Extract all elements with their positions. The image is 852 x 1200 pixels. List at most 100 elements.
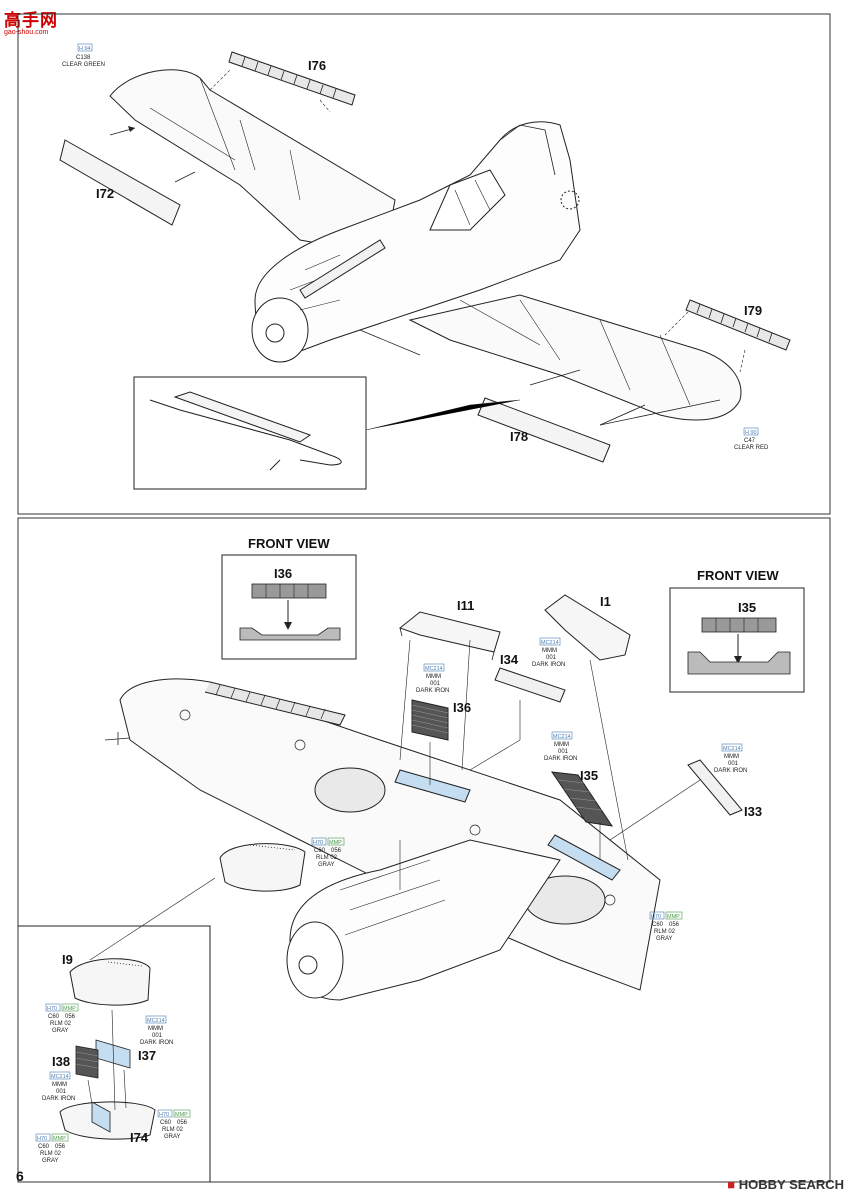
dark-iron-3-code2: MMM [554, 742, 569, 748]
paint-dark-iron-5: MC214 MMM 001 DARK IRON [140, 1015, 173, 1046]
rlm02-3-code4: 056 [65, 1014, 76, 1020]
front-view-left-title: FRONT VIEW [248, 536, 330, 551]
clear-green-code1: H 94 [79, 46, 91, 52]
paint-rlm02-2: H70 MMP C60 056 RLM 02 GRAY [649, 911, 683, 942]
part-i78-shape [477, 369, 646, 463]
label-i11: I11 [457, 598, 474, 613]
paint-dark-iron-1: MC214 MMM 001 DARK IRON [532, 637, 565, 668]
clear-red-code1: H 90 [745, 430, 757, 436]
rlm02-2-code3: C60 [652, 922, 664, 928]
part-i33-shape [687, 759, 743, 816]
clear-green-code2: C138 [76, 55, 91, 61]
rlm02-4-label2: GRAY [164, 1134, 181, 1140]
dark-iron-5-code2: MMM [148, 1026, 163, 1032]
rlm02-3-code2: MMP [63, 1006, 76, 1012]
rlm02-1-code1: H70 [313, 840, 323, 846]
dark-iron-6-code2: MMM [52, 1082, 67, 1088]
paint-rlm02-5: H70 MMP C60 056 RLM 02 GRAY [35, 1133, 69, 1164]
detail-inset [133, 376, 521, 490]
part-i79-shape [664, 299, 791, 373]
dark-iron-3-code3: 001 [558, 749, 569, 755]
top-panel-frame [17, 13, 831, 515]
dark-iron-1-code1: MC214 [541, 640, 559, 646]
rlm02-2-label1: RLM 02 [654, 929, 676, 935]
rlm02-5-code3: C60 [38, 1144, 50, 1150]
rlm02-5-label1: RLM 02 [40, 1151, 62, 1157]
rlm02-3-label2: GRAY [52, 1028, 69, 1034]
dark-iron-2-code2: MMM [426, 674, 441, 680]
clear-green-label: CLEAR GREEN [62, 62, 105, 68]
label-i79: I79 [744, 303, 762, 318]
front-view-right-title: FRONT VIEW [697, 568, 779, 583]
top-aircraft [109, 69, 742, 426]
rlm02-3-code3: C60 [48, 1014, 60, 1020]
label-i76: I76 [308, 58, 326, 73]
rlm02-2-label2: GRAY [656, 936, 673, 942]
part-i72-shape [59, 126, 196, 226]
front-view-right-part: I35 [738, 600, 756, 615]
rlm02-5-code2: MMP [53, 1136, 66, 1142]
rlm02-5-label2: GRAY [42, 1158, 59, 1164]
label-i38: I38 [52, 1054, 70, 1069]
clear-red-label: CLEAR RED [734, 445, 769, 451]
paint-dark-iron-2: MC214 MMM 001 DARK IRON [416, 663, 449, 694]
paint-dark-iron-4: MC214 MMM 001 DARK IRON [714, 743, 747, 774]
rlm02-1-code4: 056 [331, 848, 342, 854]
label-i36: I36 [453, 700, 471, 715]
rlm02-3-code1: H70 [47, 1006, 57, 1012]
rlm02-1-code2: MMP [329, 840, 342, 846]
dark-iron-5-code1: MC214 [147, 1018, 165, 1024]
watermark-brand: HOBBY SEARCH [738, 1177, 844, 1192]
rlm02-4-label1: RLM 02 [162, 1127, 184, 1133]
dark-iron-3-label: DARK IRON [544, 756, 577, 762]
rlm02-5-code1: H70 [37, 1136, 47, 1142]
rlm02-4-code1: H70 [159, 1112, 169, 1118]
rlm02-2-code4: 056 [669, 922, 680, 928]
part-i35-shape [550, 771, 614, 827]
paint-rlm02-1: H70 MMP C60 056 RLM 02 GRAY [311, 837, 345, 868]
part-i11-shape [398, 611, 501, 661]
dark-iron-2-code3: 001 [430, 681, 441, 687]
paint-clear-red: H 90 C47 CLEAR RED [734, 427, 769, 451]
clear-red-code2: C47 [744, 438, 756, 444]
bottom-panel-frame [17, 517, 831, 1183]
part-scoop-shape [219, 843, 306, 892]
rlm02-4-code2: MMP [175, 1112, 188, 1118]
leader-lines [89, 639, 701, 961]
dark-iron-4-code1: MC214 [723, 746, 741, 752]
rlm02-1-code3: C60 [314, 848, 326, 854]
hobby-search-icon: ■ [727, 1177, 736, 1192]
front-view-left-part: I36 [274, 566, 292, 581]
watermark-chinese: 高手网 [4, 11, 58, 30]
part-i34-shape [494, 667, 566, 703]
dark-iron-6-code3: 001 [56, 1089, 67, 1095]
rlm02-2-code1: H70 [651, 914, 661, 920]
label-i74: I74 [130, 1130, 149, 1145]
part-i76-shape [209, 51, 356, 113]
paint-clear-green: H 94 C138 CLEAR GREEN [62, 43, 105, 68]
watermark-logo-top: 高手网 gao-shou.com [4, 6, 58, 36]
front-view-left: FRONT VIEW I36 [221, 536, 357, 660]
dark-iron-2-label: DARK IRON [416, 688, 449, 694]
dark-iron-1-code3: 001 [546, 655, 557, 661]
paint-dark-iron-6: MC214 MMM 001 DARK IRON [42, 1071, 75, 1102]
dark-iron-6-code1: MC214 [51, 1074, 69, 1080]
rlm02-4-code4: 056 [177, 1120, 188, 1126]
dark-iron-2-code1: MC214 [425, 666, 443, 672]
watermark-url: gao-shou.com [4, 29, 49, 36]
label-i35: I35 [580, 768, 598, 783]
dark-iron-5-label: DARK IRON [140, 1040, 173, 1046]
front-view-right: FRONT VIEW I35 [669, 568, 805, 693]
part-i36-shape [411, 699, 449, 741]
rlm02-4-code3: C60 [160, 1120, 172, 1126]
label-i78: I78 [510, 429, 528, 444]
dark-iron-4-code2: MMM [724, 754, 739, 760]
dark-iron-5-code3: 001 [152, 1033, 163, 1039]
rlm02-1-label1: RLM 02 [316, 855, 338, 861]
dark-iron-1-code2: MMM [542, 648, 557, 654]
label-i1: I1 [600, 594, 611, 609]
dark-iron-3-code1: MC214 [553, 734, 571, 740]
label-i9: I9 [62, 952, 73, 967]
paint-dark-iron-3: MC214 MMM 001 DARK IRON [544, 731, 577, 762]
